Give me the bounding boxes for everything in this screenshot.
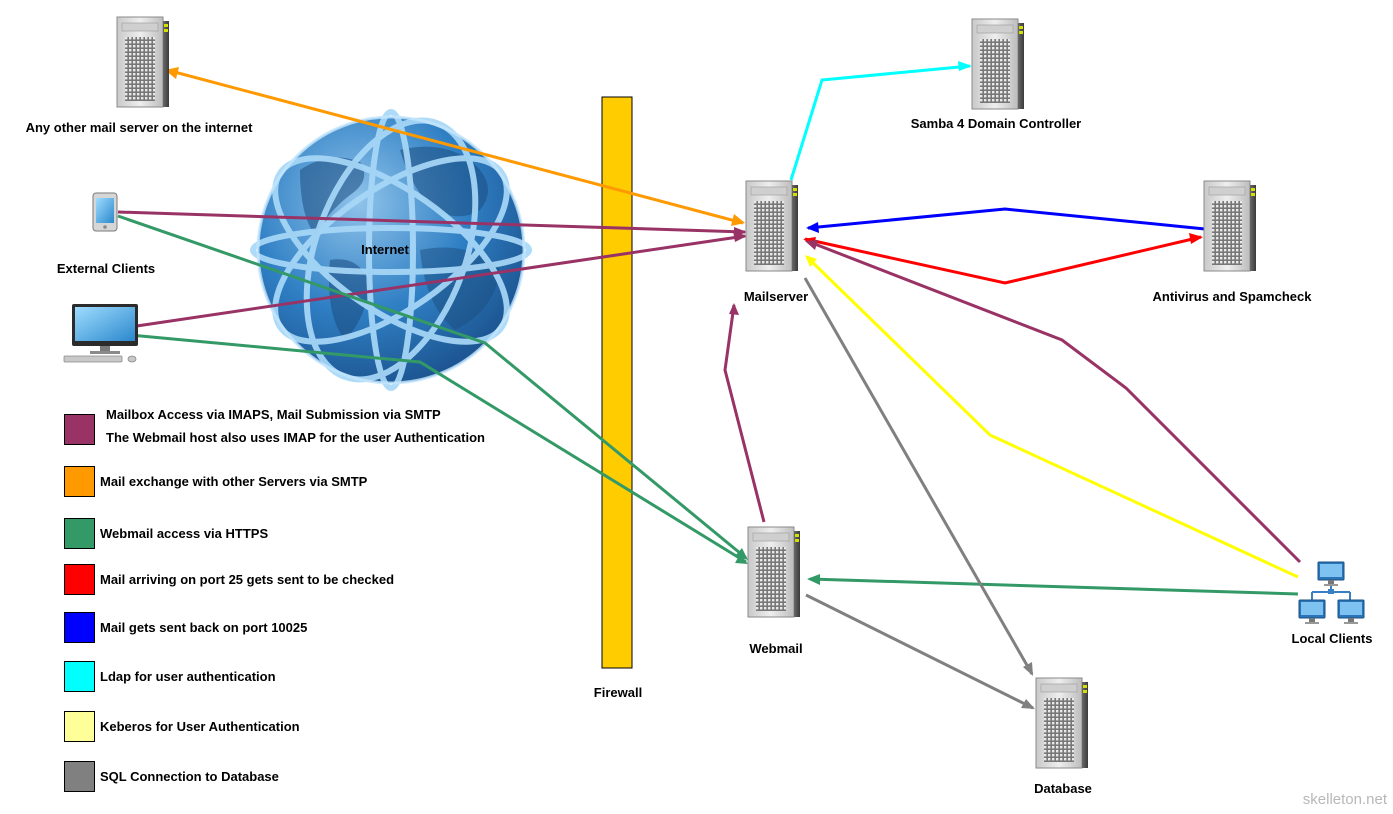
any-mail-server-label: Any other mail server on the internet [25,120,253,135]
imap-arrow-pc [733,231,747,242]
legend-text: Mail exchange with other Servers via SMT… [100,474,368,489]
imap-line-webmail [723,304,766,523]
ldap-line [789,64,971,181]
arrowheads [165,61,1203,709]
imap-line-local [806,239,1302,564]
mailserver-icon [745,180,799,272]
smtp-line [166,68,744,225]
database-server-icon [1035,677,1089,769]
desktop-computer-icon [63,303,139,363]
https-line-pc [129,333,747,564]
legend-swatch [64,612,95,643]
sql-line-webmail [805,593,1034,710]
legend-swatch [64,518,95,549]
https-arrow-mobile [735,548,748,560]
legend-swatch [64,564,95,595]
port10025-arrow [806,222,819,233]
imap-arrow-local [805,240,818,250]
https-line-mobile [117,214,747,560]
https-line-local [809,577,1299,596]
legend-text: The Webmail host also uses IMAP for the … [106,430,485,445]
legend-text: Mailbox Access via IMAPS, Mail Submissio… [106,407,441,422]
imap-arrow-webmail [729,303,739,315]
legend-swatch [64,711,95,742]
sql-arrow-mailserver [1023,662,1033,676]
sql-arrow-webmail [1021,699,1035,709]
legend-swatch [64,661,95,692]
antivirus-label: Antivirus and Spamcheck [1152,289,1312,304]
watermark: skelleton.net [1302,791,1387,808]
ldap-arrow [958,61,972,71]
https-arrow-local [807,574,820,585]
kerberos-line [805,255,1299,579]
legend-text: Mail arriving on port 25 gets sent to be… [100,572,395,587]
legend-swatch [64,414,95,445]
legend-text: SQL Connection to Database [100,769,279,784]
legend-swatch [64,466,95,497]
https-arrow-pc [735,554,748,564]
antivirus-server-icon [1203,180,1257,272]
internet-label: Internet [361,242,409,257]
local-clients-label: Local Clients [1291,631,1373,646]
external-clients-label: External Clients [56,261,156,276]
firewall-bar [601,96,633,669]
mobile-phone-icon [92,192,118,232]
imap-line-mobile [117,210,746,234]
port25-line [804,235,1202,285]
legend-text: Keberos for User Authentication [100,719,300,734]
firewall-label: Firewall [593,685,643,700]
any-mail-server-icon [116,16,170,108]
connection-lines [117,64,1302,710]
legend-text: Ldap for user authentication [100,669,276,684]
samba-label: Samba 4 Domain Controller [910,116,1082,131]
port25-arrow-antivirus [1189,233,1203,244]
legend-swatch [64,761,95,792]
database-label: Database [1034,781,1092,796]
legend-text: Mail gets sent back on port 10025 [100,620,308,635]
webmail-server-icon [747,526,801,618]
local-clients-icon [1298,561,1365,625]
legend-text: Webmail access via HTTPS [100,526,269,541]
port10025-line [807,207,1206,231]
smtp-arrow-mailserver [731,214,745,226]
sql-line-mailserver [803,277,1034,675]
kerberos-arrow [805,255,817,267]
mailserver-label: Mailserver [743,289,809,304]
imap-line-pc [129,234,746,329]
webmail-label: Webmail [749,641,803,656]
samba-server-icon [971,18,1025,110]
